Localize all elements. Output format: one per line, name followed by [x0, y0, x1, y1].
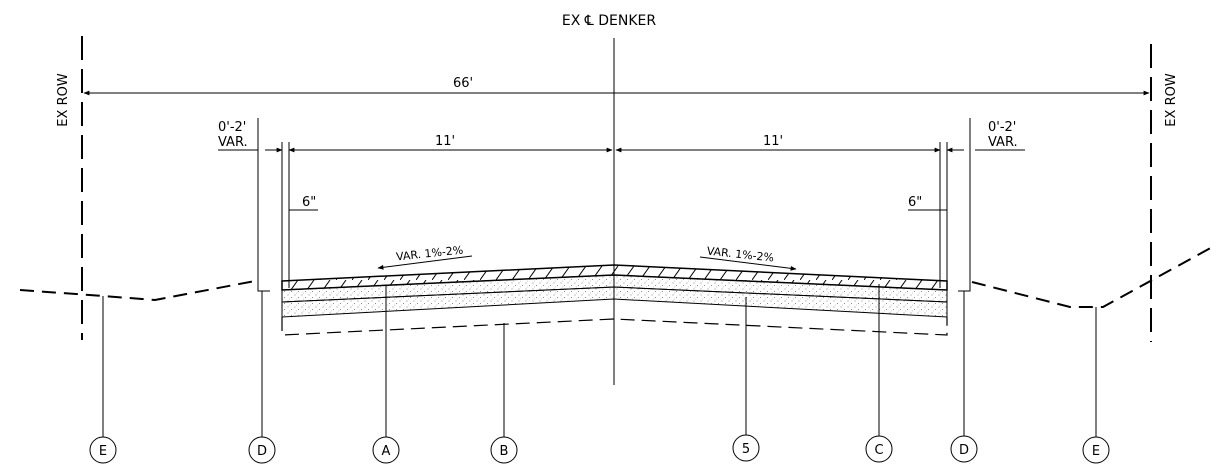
row-label-right: EX ROW [1164, 73, 1179, 127]
right-lane-width-label: 11' [763, 134, 783, 149]
callout-b: B [490, 436, 518, 464]
left-slope-label: VAR. 1%-2% [395, 244, 463, 264]
left-slope-arrow [377, 255, 473, 270]
callout-e-right-label: E [1092, 444, 1100, 459]
existing-ground-left [19, 280, 256, 302]
row-label-left: EX ROW [56, 73, 71, 127]
left-edge-dim-label: 6" [302, 195, 316, 210]
callout-c-label: C [874, 443, 883, 458]
left-offset-label: 0'-2' [218, 120, 246, 135]
callout-5: 5 [732, 434, 760, 462]
left-offset-note: VAR. [218, 135, 248, 150]
right-offset-label: 0'-2' [988, 120, 1016, 135]
subbase-limit [281, 317, 948, 336]
callout-b-label: B [500, 444, 509, 459]
callout-a: A [372, 436, 400, 464]
left-edge-leader [288, 209, 318, 228]
callout-5-label: 5 [742, 442, 750, 457]
centerline-title: EX ℄ DENKER [562, 13, 656, 29]
right-edge-dim-label: 6" [908, 195, 922, 210]
left-shoulder-notch [257, 282, 270, 292]
callout-e-left: E [89, 436, 117, 464]
overall-width-label: 66' [453, 76, 473, 91]
right-offset-note: VAR. [988, 135, 1018, 150]
right-shoulder-notch [958, 282, 971, 292]
callout-d-right-label: D [959, 443, 969, 458]
callout-d-left: D [248, 436, 276, 464]
callout-a-label: A [382, 444, 391, 459]
callout-e-right: E [1082, 436, 1110, 464]
callout-d-left-label: D [257, 444, 267, 459]
right-slope-arrow [699, 256, 797, 271]
left-lane-width-label: 11' [435, 134, 455, 149]
callout-d-right: D [950, 435, 978, 463]
callout-c: C [865, 435, 893, 463]
right-slope-label: VAR. 1%-2% [706, 245, 774, 265]
existing-ground-right [971, 244, 1216, 308]
callout-e-left-label: E [99, 444, 107, 459]
right-edge-leader [908, 209, 948, 228]
